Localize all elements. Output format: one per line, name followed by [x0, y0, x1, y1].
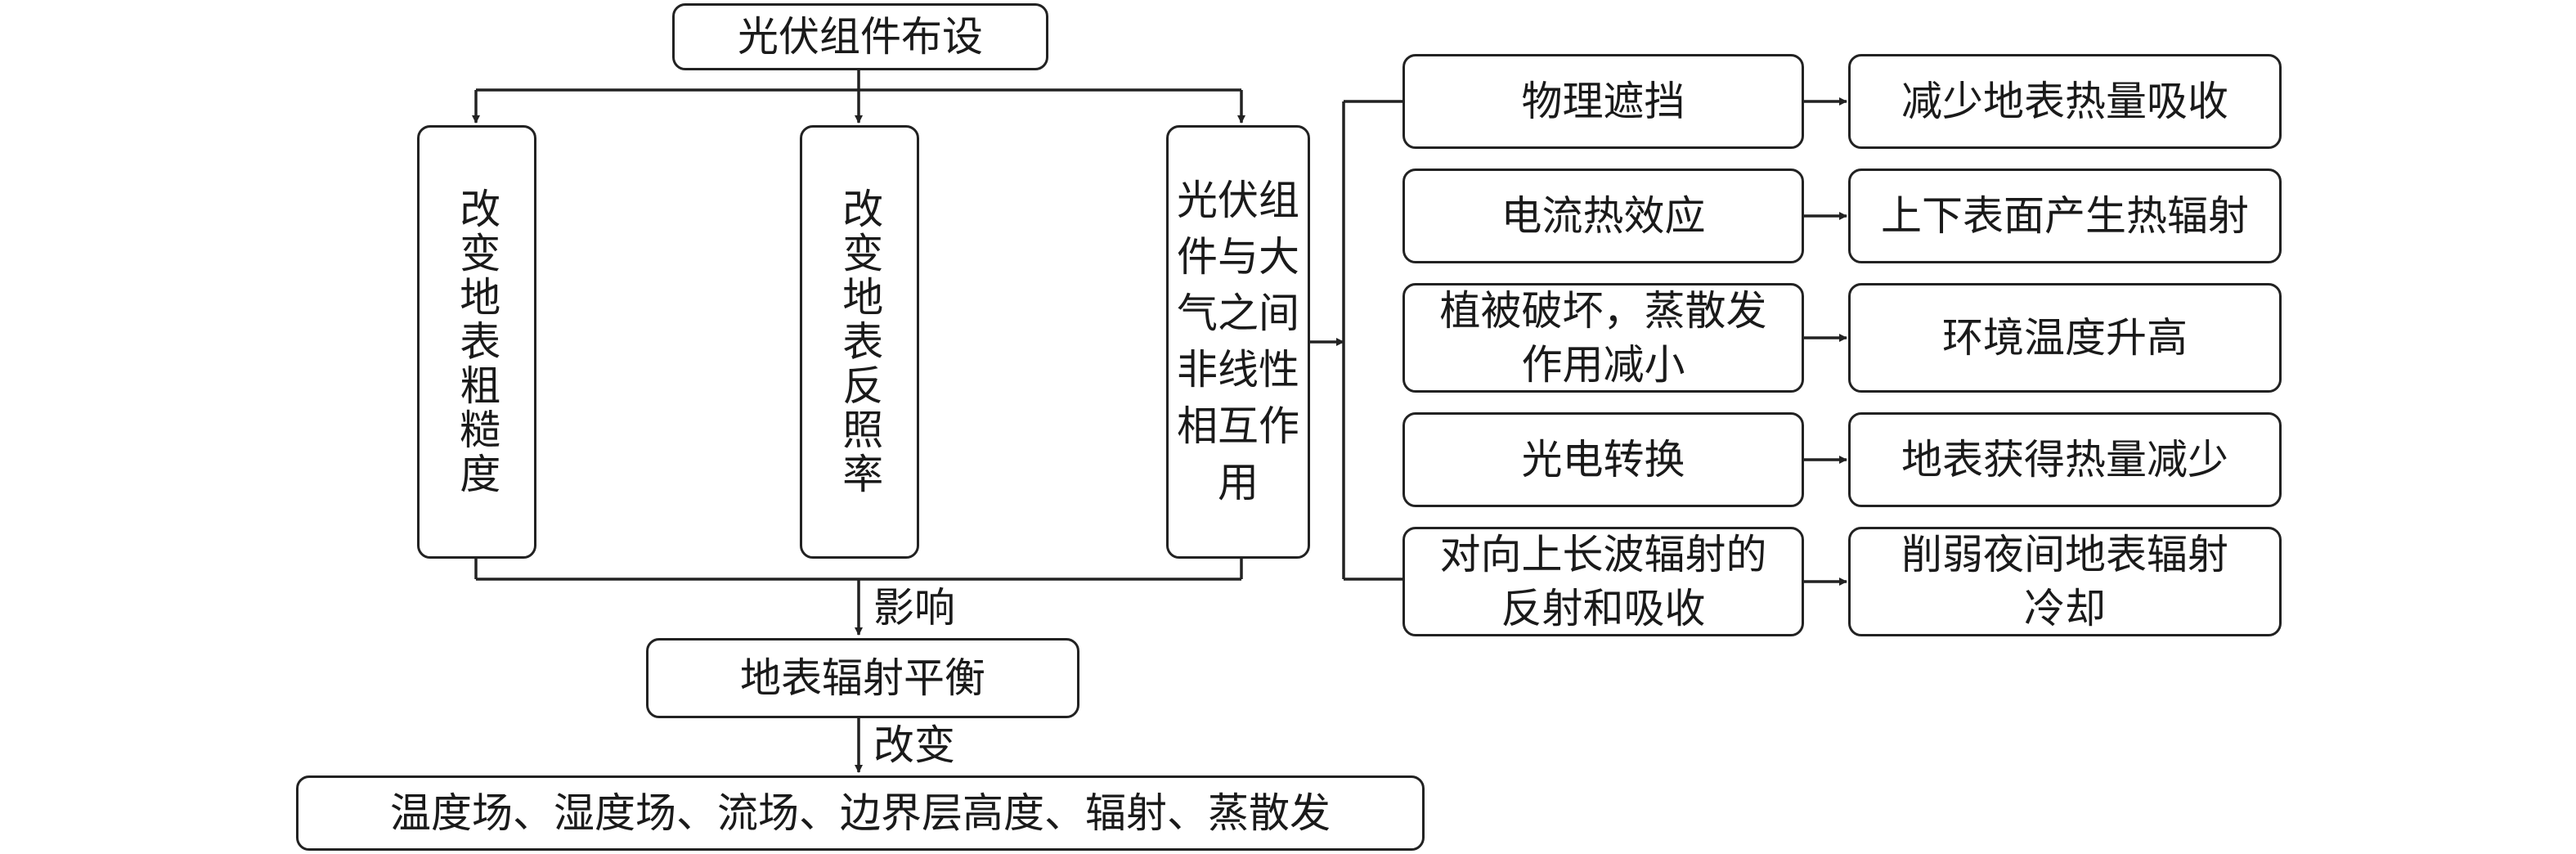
- result-label-5: 削弱夜间地表辐射 冷却: [1901, 531, 2228, 632]
- result-box-3: 环境温度升高: [1848, 283, 2282, 393]
- result-box-5: 削弱夜间地表辐射 冷却: [1848, 527, 2282, 636]
- result-box-1: 减少地表热量吸收: [1848, 54, 2282, 149]
- pv-layout-label: 光伏组件布设: [738, 12, 983, 61]
- result-label-2: 上下表面产生热辐射: [1881, 192, 2249, 240]
- interaction-label: 光伏组件与大气之间非线性相互作用: [1177, 177, 1299, 506]
- result-label-3: 环境温度升高: [1942, 314, 2188, 362]
- cause-box-5: 对向上长波辐射的 反射和吸收: [1402, 527, 1804, 636]
- radiation-balance-label: 地表辐射平衡: [740, 654, 985, 702]
- change-label: 改变: [873, 721, 955, 769]
- outcome-box: 温度场、湿度场、流场、边界层高度、辐射、蒸散发: [296, 775, 1425, 851]
- cause-label-4: 光电转换: [1521, 436, 1685, 483]
- cause-label-2: 电流热效应: [1501, 192, 1706, 240]
- influence-label: 影响: [873, 584, 955, 632]
- albedo-label: 改变地表反照率: [836, 187, 884, 497]
- cause-label-3: 植被破坏，蒸散发 作用减小: [1439, 287, 1767, 389]
- result-box-4: 地表获得热量减少: [1848, 412, 2282, 507]
- interaction-box: 光伏组件与大气之间非线性相互作用: [1166, 125, 1310, 559]
- radiation-balance-box: 地表辐射平衡: [646, 638, 1079, 718]
- cause-box-3: 植被破坏，蒸散发 作用减小: [1402, 283, 1804, 393]
- cause-box-1: 物理遮挡: [1402, 54, 1804, 149]
- pv-layout-box: 光伏组件布设: [672, 3, 1048, 70]
- result-label-1: 减少地表热量吸收: [1901, 78, 2228, 125]
- cause-box-4: 光电转换: [1402, 412, 1804, 507]
- result-box-2: 上下表面产生热辐射: [1848, 169, 2282, 263]
- cause-box-2: 电流热效应: [1402, 169, 1804, 263]
- roughness-box: 改变地表粗糙度: [417, 125, 536, 559]
- roughness-label: 改变地表粗糙度: [453, 187, 501, 497]
- result-label-4: 地表获得热量减少: [1901, 436, 2228, 483]
- albedo-box: 改变地表反照率: [800, 125, 919, 559]
- outcome-label: 温度场、湿度场、流场、边界层高度、辐射、蒸散发: [390, 789, 1331, 837]
- cause-label-1: 物理遮挡: [1521, 78, 1685, 125]
- cause-label-5: 对向上长波辐射的 反射和吸收: [1439, 531, 1767, 632]
